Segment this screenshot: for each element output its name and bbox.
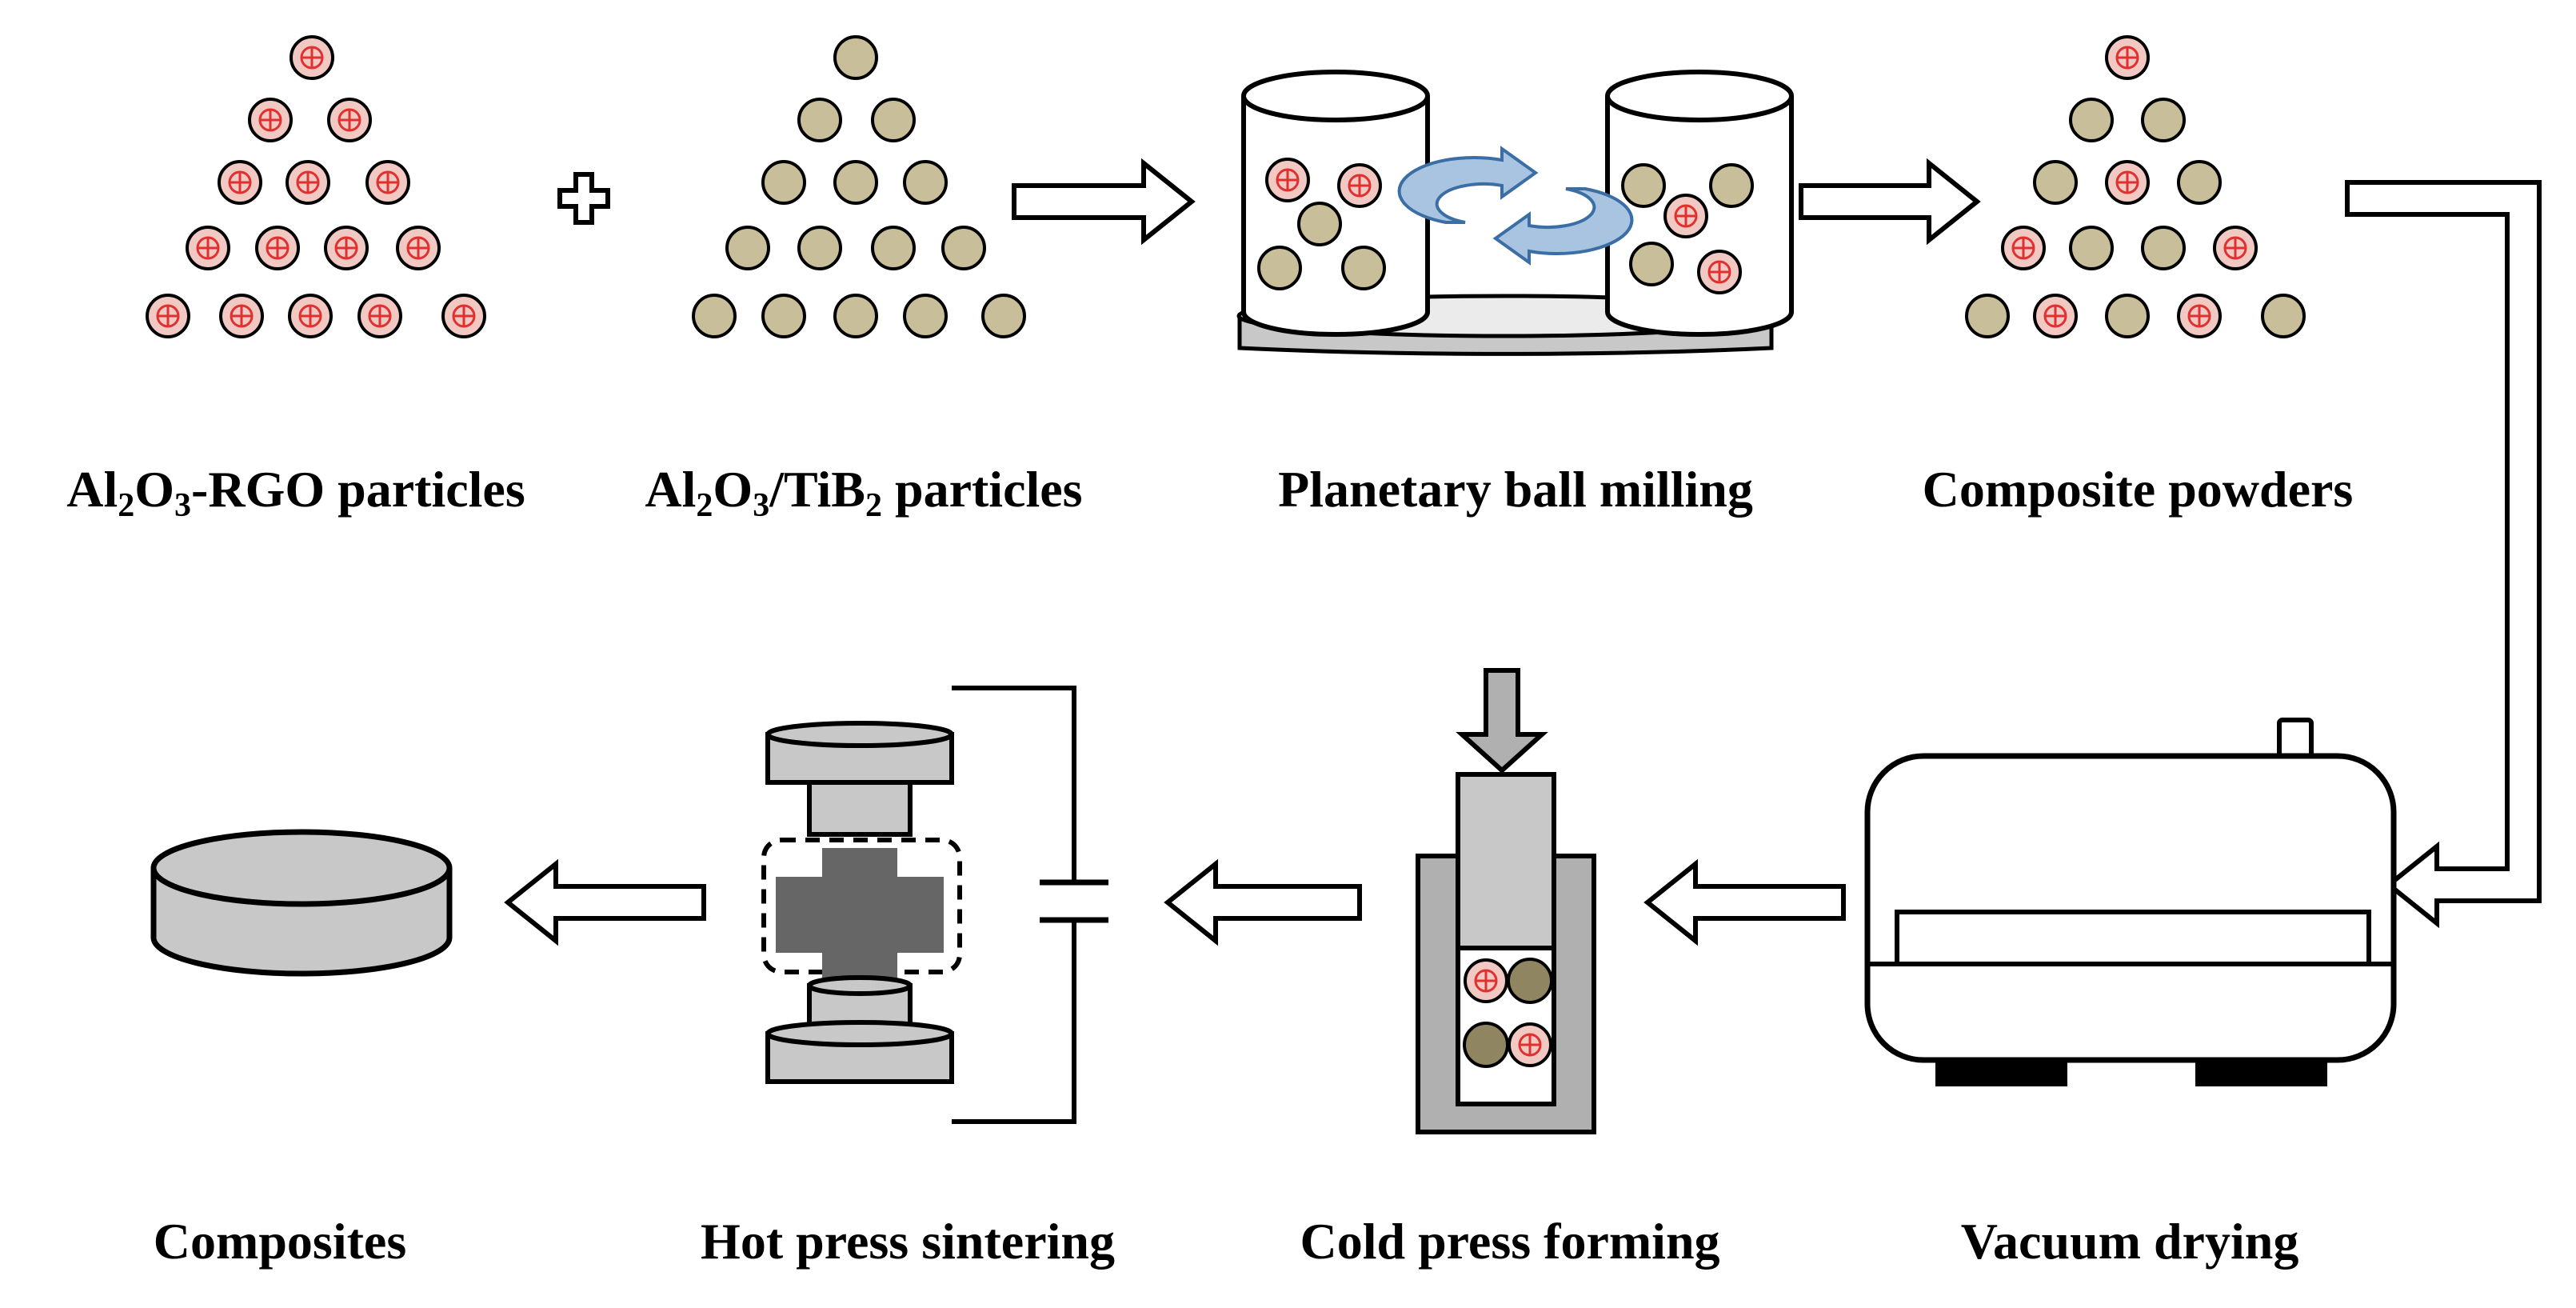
- composite-disc: [150, 829, 453, 977]
- label-planetary-ball-milling: Planetary ball milling: [1278, 461, 1753, 518]
- label-hot-press-sintering: Hot press sintering: [701, 1213, 1115, 1270]
- arrow-left-icon: [1164, 858, 1362, 946]
- cold-press-die: [1416, 668, 1596, 1134]
- arrow-right-icon: [1799, 158, 1981, 246]
- rotation-arrows-icon: [1397, 146, 1634, 266]
- planetary-ball-mill: [1236, 70, 1794, 356]
- label-al2o3-rgo-particles: Al2O3-RGO particles: [66, 461, 525, 524]
- label-vacuum-drying: Vacuum drying: [1960, 1213, 2299, 1270]
- plus-icon: [557, 172, 610, 225]
- arrow-right-icon: [1012, 158, 1196, 246]
- label-al2o3-tib2-particles: Al2O3/TiB2 particles: [645, 461, 1083, 524]
- label-composites: Composites: [153, 1213, 407, 1270]
- al2o3-tib2-particle-triangle: [692, 35, 1026, 338]
- composite-powder-triangle: [1965, 35, 2306, 338]
- label-cold-press-forming: Cold press forming: [1300, 1213, 1720, 1270]
- label-composite-powders: Composite powders: [1922, 461, 2354, 518]
- arrow-left-icon: [504, 858, 706, 946]
- vacuum-drying-oven: [1864, 718, 2397, 1086]
- connector-arrow-icon: [2345, 180, 2542, 929]
- al2o3-rgo-particle-triangle: [146, 35, 486, 338]
- hot-press-sintering-apparatus: [761, 686, 1108, 1124]
- arrow-left-icon: [1643, 858, 1846, 946]
